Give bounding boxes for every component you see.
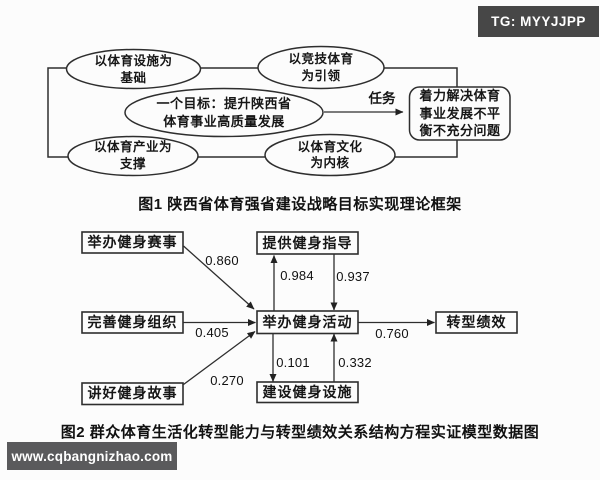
fig1-task-target-box <box>408 86 511 141</box>
fig2-shapes <box>81 231 518 406</box>
fig2-arrow-stories-activities <box>183 330 256 386</box>
site-watermark: www.cqbangnizhao.com <box>7 442 177 470</box>
fig2-box-facilities <box>256 381 359 404</box>
fig2-node-performance-label: 转型绩效 <box>446 314 507 331</box>
tg-badge: TG: MYYJJPP <box>478 6 599 37</box>
fig2-node-stories-label: 讲好健身故事 <box>87 385 178 402</box>
fig2-box-stories <box>81 382 184 406</box>
fig2-coef-guidance-activities: 0.937 <box>336 268 370 284</box>
fig1-ellipse-competitive <box>257 45 385 90</box>
fig2-box-organization <box>81 311 184 334</box>
fig1-node-competitive-label: 以竞技体育 为引领 <box>288 52 354 83</box>
fig1-node-goal-label: 一个目标：提升陕西省 体育事业高质量发展 <box>156 96 292 129</box>
fig2-coef-stories-activities: 0.270 <box>210 372 244 388</box>
fig1-ellipse-culture <box>264 133 396 177</box>
fig1-node-industry-label: 以体育产业为 支撑 <box>93 140 172 171</box>
fig2-coef-facilities-activities: 0.332 <box>338 354 372 370</box>
fig2-coef-activities-guidance: 0.984 <box>280 267 314 283</box>
fig1-task-arrow-word: 任务 <box>368 91 396 107</box>
fig2-arrow-events-activities <box>183 245 255 310</box>
fig2-box-guidance <box>256 231 359 255</box>
fig2-coef-organization-activities: 0.405 <box>195 324 229 340</box>
fig2-box-performance <box>435 311 518 334</box>
fig2-coef-activities-performance: 0.760 <box>375 325 409 341</box>
fig2-node-guidance-label: 提供健身指导 <box>262 234 353 251</box>
fig2-box-activities <box>256 310 359 335</box>
fig1-node-facilities-label: 以体育设施为 基础 <box>94 54 173 85</box>
fig1-ellipse-goal <box>124 87 324 138</box>
fig1-task-target-label: 着力解决体育 事业发展不平 衡不充分问题 <box>419 88 501 139</box>
fig1-shapes <box>47 45 511 177</box>
fig1-ellipse-industry <box>67 135 199 177</box>
fig2-coef-events-activities: 0.860 <box>205 252 239 268</box>
fig2-coef-activities-facilities: 0.101 <box>276 354 310 370</box>
fig2-node-events-label: 举办健身赛事 <box>87 234 178 251</box>
fig1-caption: 图1 陕西省体育强省建设战略目标实现理论框架 <box>138 196 462 213</box>
fig2-caption: 图2 群众体育生活化转型能力与转型绩效关系结构方程实证模型数据图 <box>60 424 540 441</box>
fig2-node-facilities-label: 建设健身设施 <box>262 384 353 401</box>
fig1-node-culture-label: 以体育文化 为内核 <box>297 139 363 171</box>
fig1-ellipse-facilities <box>65 48 202 90</box>
fig2-box-events <box>81 231 184 254</box>
fig2-node-activities-label: 举办健身活动 <box>262 313 353 330</box>
fig2-node-organization-label: 完善健身组织 <box>87 314 178 331</box>
